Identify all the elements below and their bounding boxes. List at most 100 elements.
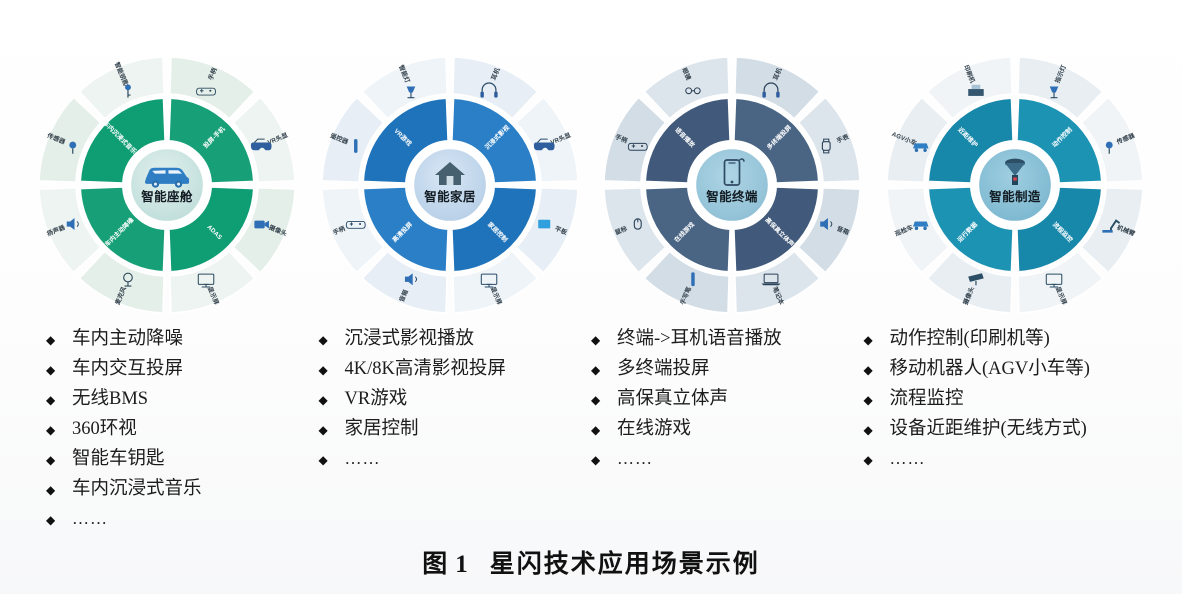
list-item-label: 移动机器人(AGV小车等) [889,359,1090,379]
bullet-diamond-icon: ◆ [318,423,328,437]
speaker-icon [66,218,79,231]
bullet-diamond-icon: ◆ [46,333,56,347]
inner-segment[interactable] [450,185,538,273]
printer-icon [968,84,984,96]
outer-segment[interactable] [38,187,102,274]
outer-segment[interactable] [886,187,950,274]
inner-segment[interactable] [926,97,1015,185]
list-item: ◆…… [591,446,858,473]
inner-segment[interactable] [926,185,1015,273]
outer-segment[interactable] [1017,56,1104,120]
outer-segment[interactable] [360,56,448,120]
camera-icon [254,220,269,229]
inner-segment[interactable] [450,97,538,185]
outer-segment[interactable] [514,187,579,274]
list-item-label: 无线BMS [72,389,149,409]
outer-segment[interactable] [360,250,448,314]
inner-segment[interactable] [1015,97,1103,185]
inner-segment[interactable] [79,185,167,273]
list-item-label: 车内交互投屏 [72,359,184,379]
outer-segment[interactable] [1017,250,1104,314]
outer-segment[interactable] [514,96,579,183]
house-icon [434,162,465,185]
list-item: ◆多终端投屏 [591,356,858,383]
inner-segment[interactable] [644,97,732,185]
bullet-diamond-icon: ◆ [318,363,328,377]
caption-prefix: 图 [422,551,450,578]
list-item: ◆车内主动降噪 [46,326,313,353]
inner-segment[interactable] [644,185,732,273]
outer-segment[interactable] [797,187,862,274]
outer-segment[interactable] [1080,96,1144,183]
bullet-diamond-icon: ◆ [591,363,601,377]
center-label-smart-manufacturing: 智能制造 [988,189,1041,204]
outer-segment[interactable] [78,250,165,314]
outer-segment[interactable] [643,250,731,314]
robot-arm-icon [1102,219,1121,233]
list-item-label: 设备近距维护(无线方式) [889,419,1087,439]
inner-segment[interactable] [167,97,255,185]
list-item: ◆VR游戏 [319,386,586,413]
list-item: ◆…… [864,446,1131,473]
outer-segment[interactable] [643,56,731,120]
list-item-label: VR游戏 [344,389,408,409]
outer-segment[interactable] [232,187,296,274]
bullet-diamond-icon: ◆ [863,423,873,437]
microphone-icon [123,272,133,287]
gamepad-icon [196,87,216,96]
list-item: ◆360环视 [46,416,313,443]
smart-speaker-icon [820,218,833,231]
inner-segment[interactable] [1015,185,1103,273]
list-item: ◆智能车钥匙 [46,446,313,473]
outer-segment[interactable] [451,250,539,314]
list-item-label: 4K/8K高清影视投屏 [344,359,506,379]
center-label-smart-terminal: 智能终端 [706,189,759,204]
inner-segment[interactable] [167,185,255,273]
list-item: ◆ 设备近距维护(无线方式) [864,416,1131,443]
monitor-icon [197,273,215,288]
inner-segment[interactable] [732,97,821,185]
center-disc-smart-cockpit [128,146,206,224]
car-icon [144,167,190,188]
list-item: ◆车内交互投屏 [46,356,313,383]
outer-segment[interactable] [886,96,950,183]
bullet-diamond-icon: ◆ [46,483,56,497]
inner-segment[interactable] [79,97,167,185]
outer-segment[interactable] [38,96,102,183]
outer-segment[interactable] [603,187,668,274]
list-item-label: 360环视 [72,419,137,439]
outer-segment[interactable] [78,56,165,120]
list-item: ◆…… [319,446,586,473]
center-label-smart-home: 智能家居 [423,189,476,204]
mouse-icon [634,218,643,230]
monitor-icon [1045,273,1063,288]
outer-segment[interactable] [926,250,1013,314]
bullet-diamond-icon: ◆ [46,453,56,467]
list-item-label: 流程监控 [889,389,964,409]
outer-segment[interactable] [603,96,668,183]
outer-segment[interactable] [926,56,1013,120]
inner-segment[interactable] [361,185,450,273]
lamp-icon [406,86,415,99]
inner-segment[interactable] [361,97,450,185]
bullet-diamond-icon: ◆ [46,393,56,407]
key-icon [125,84,131,98]
outer-segment[interactable] [320,187,385,274]
list-item: ◆流程监控 [864,386,1131,413]
bullet-diamond-icon: ◆ [591,423,601,437]
bullet-diamond-icon: ◆ [318,453,328,467]
outer-segment[interactable] [232,96,296,183]
outer-segment[interactable] [320,96,385,183]
inner-segment[interactable] [732,185,821,273]
outer-segment[interactable] [169,250,256,314]
list-item-label: …… [72,509,108,528]
agv-icon [912,221,929,231]
caption-number: 1 [455,551,470,578]
